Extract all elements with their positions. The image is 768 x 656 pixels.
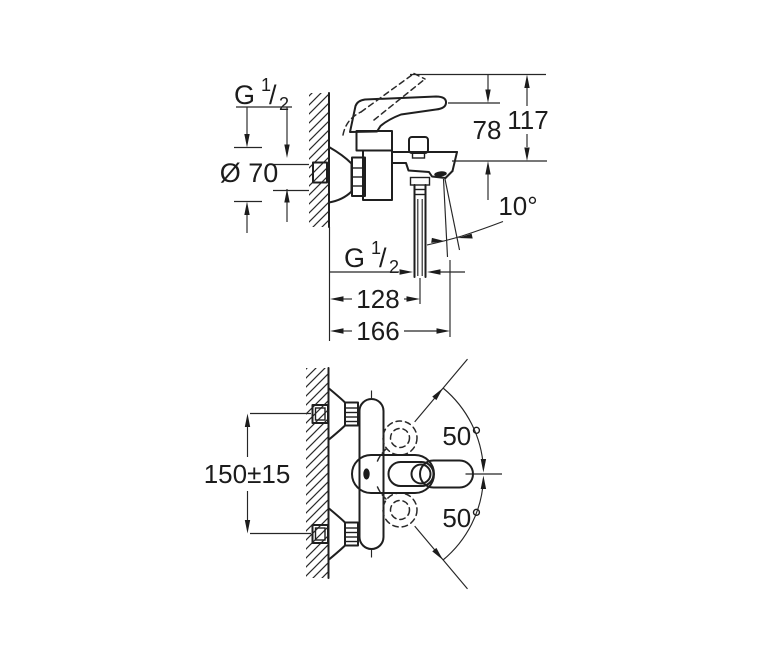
aerator-outlet: [434, 171, 447, 177]
shower-outlet-fitting: [409, 176, 431, 278]
dim-label-117: 117: [507, 105, 548, 135]
plan-view: 150±15 50° 50°: [204, 358, 502, 590]
dim-label-128: 128: [356, 284, 399, 314]
dim-label-150: 150±15: [204, 459, 291, 489]
dim-label-diameter: Ø 70: [220, 158, 279, 188]
handle-plan: [351, 454, 502, 494]
lower-connection: [311, 507, 359, 561]
dim-g-half-outlet: G 1 / 2: [330, 230, 465, 277]
dim-label-166: 166: [356, 316, 399, 346]
escutcheon-side: [328, 146, 353, 204]
g-half-wall-sup: 1: [261, 75, 271, 95]
g-half-wall-sub: 2: [279, 94, 289, 114]
wall-section: [309, 92, 331, 341]
mixer-body-side: [355, 130, 393, 201]
wall-union-connector: [312, 161, 328, 184]
dim-128: 128: [330, 278, 421, 314]
dim-label-10deg: 10°: [498, 191, 537, 221]
svg-text:G 1 /: G 1 / 2: [344, 230, 399, 277]
handle-rotated-dashed: [376, 420, 418, 528]
g-half-wall-slash: /: [269, 80, 277, 110]
g-half-outlet-prefix: G: [344, 243, 365, 273]
lever-handle-closed: [349, 95, 448, 133]
g-half-outlet-sub: 2: [389, 257, 399, 277]
g-half-outlet-slash: /: [379, 243, 387, 273]
dim-166: 166: [330, 260, 451, 346]
dim-label-78: 78: [473, 115, 502, 145]
side-view: G 1 / 2 Ø 70: [220, 67, 549, 346]
diverter-knob: [408, 136, 429, 159]
dim-g-half-wall: G 1 / 2: [234, 67, 309, 222]
stream-angle-lines: [442, 178, 461, 258]
body-tube-plan: [358, 390, 385, 558]
handle-index-dot: [363, 468, 370, 480]
dim-escutcheon-diameter: Ø 70: [220, 107, 279, 233]
svg-text:G 1 /: G 1 / 2: [234, 67, 289, 114]
dim-swing-angles: 50° 50°: [414, 358, 487, 590]
dim-connection-spacing: 150±15: [204, 412, 311, 535]
handle-slot: [387, 461, 435, 487]
upper-connection: [311, 387, 359, 441]
g-half-outlet-sup: 1: [371, 238, 381, 258]
wall-section-plan: [306, 367, 330, 579]
dim-label-50-lower: 50°: [442, 503, 481, 533]
dim-label-50-upper: 50°: [442, 421, 481, 451]
handle-slot-circle: [410, 463, 432, 485]
dim-spout-angle: 10°: [426, 191, 538, 246]
dim-heights: 78 117: [410, 73, 549, 200]
g-half-wall-prefix: G: [234, 80, 255, 110]
